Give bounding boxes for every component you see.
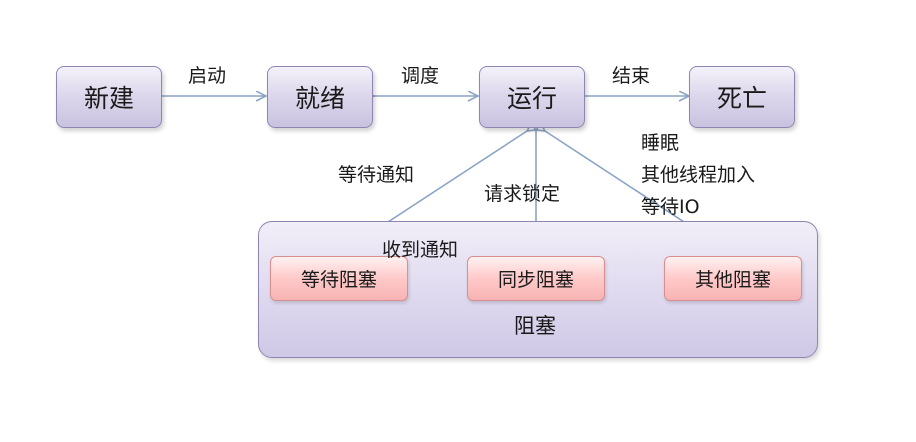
edge-label-schedule: 调度 <box>401 65 440 87</box>
edge-label-start: 启动 <box>188 65 227 87</box>
edge-label-join: 其他线程加入 <box>641 164 756 186</box>
blocked-waiting: 等待阻塞 <box>270 256 408 301</box>
edge-label-wait-io: 等待IO <box>641 196 700 218</box>
state-dead: 死亡 <box>689 66 795 128</box>
edge-label-finish: 结束 <box>612 65 651 87</box>
blocked-group-label: 阻塞 <box>514 314 556 338</box>
state-running: 运行 <box>479 66 585 128</box>
edge-label-request-lock: 请求锁定 <box>484 183 561 205</box>
edge-label-receive-notify: 收到通知 <box>382 239 459 261</box>
blocked-sync: 同步阻塞 <box>467 256 605 301</box>
edge-label-sleep: 睡眠 <box>641 132 680 154</box>
state-new: 新建 <box>56 66 162 128</box>
edge-label-wait-notify: 等待通知 <box>338 164 415 186</box>
blocked-other: 其他阻塞 <box>664 256 802 301</box>
state-ready: 就绪 <box>267 66 373 128</box>
